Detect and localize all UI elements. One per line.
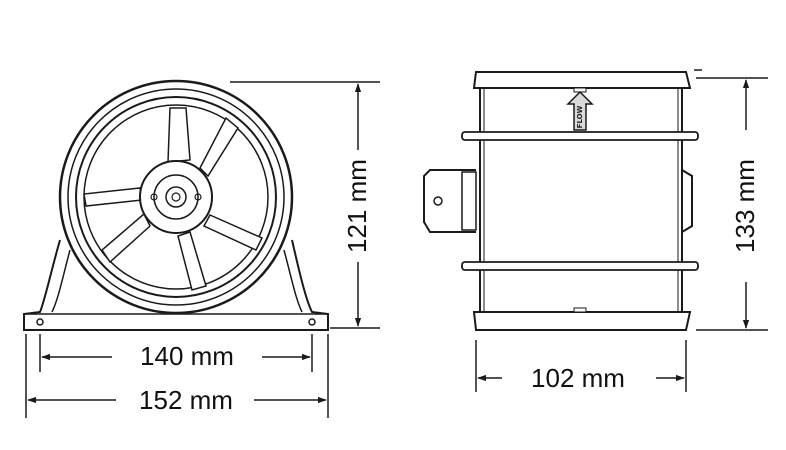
side-band-upper	[461, 131, 699, 141]
hub-inner	[165, 186, 187, 208]
front-base-inner-leg-left	[51, 249, 71, 313]
blade-top-right	[199, 116, 239, 178]
front-height-label: 121 mm	[342, 159, 372, 253]
hub-middle	[153, 174, 199, 220]
side-bottom-flange	[472, 311, 692, 331]
side-mount-tab-inner	[461, 171, 477, 231]
front-base-inner-leg-right	[283, 249, 303, 313]
side-band-lower	[461, 261, 699, 271]
blade-top	[167, 107, 191, 163]
impeller-blades	[83, 107, 264, 291]
mount-hole-right	[308, 318, 316, 326]
blade-bottom	[177, 231, 207, 291]
side-bottom-notch	[573, 307, 587, 313]
side-dimensions	[475, 77, 768, 392]
side-top-flange	[472, 71, 692, 89]
outer-width-label: 152 mm	[139, 385, 233, 415]
mount-hole-left	[36, 318, 44, 326]
side-mount-hole	[433, 196, 443, 206]
hub-center	[171, 192, 181, 202]
side-height-label: 133 mm	[730, 159, 760, 253]
inner-width-label: 140 mm	[140, 341, 234, 371]
side-view	[423, 69, 702, 331]
front-view	[23, 79, 329, 331]
side-length-label: 102 mm	[531, 363, 625, 393]
housing-ring-2	[67, 88, 285, 306]
hub-screw-right	[194, 193, 202, 201]
side-right-clip	[681, 169, 693, 233]
housing-ring-3	[75, 96, 277, 298]
flow-arrow-icon	[566, 90, 594, 131]
hub-screw-left	[150, 193, 158, 201]
front-dimensions	[25, 81, 380, 418]
blade-right	[202, 214, 264, 251]
hub-outer	[139, 160, 213, 234]
flow-label: FLOW	[576, 105, 584, 128]
